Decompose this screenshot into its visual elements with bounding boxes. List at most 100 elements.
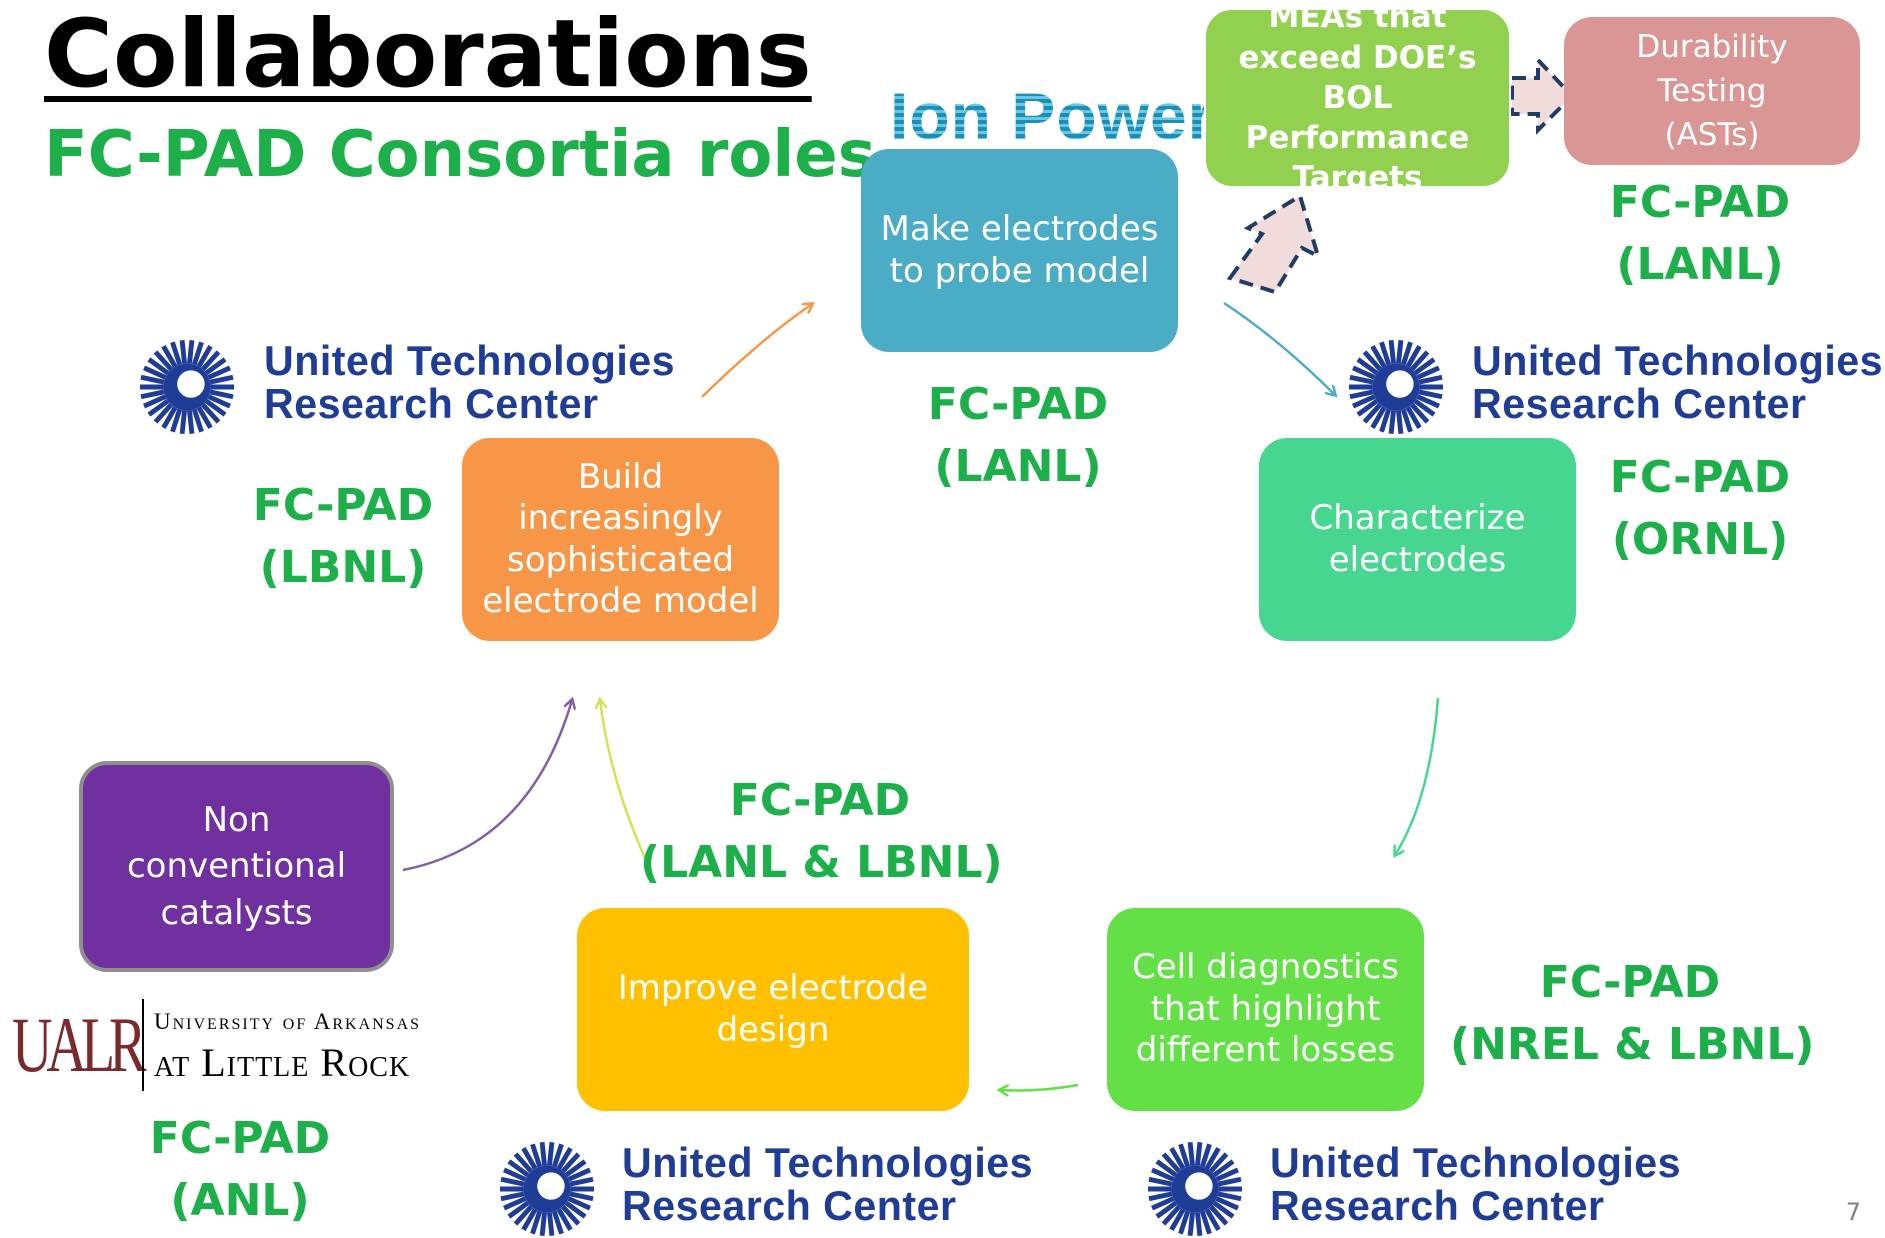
sunburst-ray [1400,341,1413,366]
slide-title: Collaborations [44,0,812,109]
sunburst-ray [1370,406,1387,429]
sunburst-ray [539,1212,547,1237]
sunburst-ray [1379,341,1392,366]
sunburst-ray [204,398,227,417]
sunburst-ray [569,1176,594,1187]
sunburst-ray [1199,1143,1212,1168]
sunburst-ray [200,402,221,424]
sunburst-ray [1349,374,1374,385]
sunburst-ray [1409,350,1430,372]
utrc-line: United Technologies [264,337,676,384]
label-line: (LANL) [1616,239,1784,291]
sunburst-ray [187,410,195,435]
sunburst-ray [196,345,213,368]
box-text: Build increasingly [518,456,723,539]
sunburst-hole [537,1172,565,1200]
sunburst-ray [513,1152,534,1174]
sunburst-ray [1212,1200,1235,1219]
sunburst-ray [564,1159,587,1178]
sunburst-ray [1413,398,1436,417]
sunburst-ray [1195,1141,1203,1166]
sunburst-ray [191,408,204,433]
utrc-line: United Technologies [1270,1139,1682,1186]
sunburst-ray [507,1200,530,1219]
sunburst-ray [1151,1167,1175,1182]
utrc-line: United Technologies [622,1139,1034,1186]
label-line: FC-PAD [1609,177,1791,228]
sunburst-ray [153,402,174,424]
sunburst-ray [187,339,195,364]
sunburst-ray [567,1167,591,1182]
utrc-sunburst-icon [1348,339,1444,435]
label-line: FC-PAD [927,379,1109,430]
sunburst-ray [196,406,213,429]
label-non-conventional: FC-PAD (ANL) [140,1108,340,1233]
box-text: Characterize [1309,498,1526,539]
ualr-line-1: University of Arkansas [154,1009,422,1034]
utrc-sunburst-icon [1147,1141,1243,1237]
utrc-sunburst-icon [139,339,235,435]
sunburst-ray [147,357,170,376]
sunburst-hole [1386,370,1414,398]
sunburst-ray [564,1200,587,1219]
box-text: Targets [1292,160,1423,197]
sunburst-ray [1400,408,1413,433]
sunburst-ray [1416,394,1440,409]
sunburst-ray [1195,1212,1203,1237]
sunburst-ray [1215,1196,1239,1211]
label-line: FC-PAD [149,1113,331,1164]
label-line: (LBNL) [259,542,427,594]
label-line: FC-PAD [252,480,434,531]
sunburst-ray [513,1204,534,1226]
arrow-make-to-meas [1226,192,1322,295]
box-text: Cell diagnostics [1131,947,1400,988]
sunburst-ray [1215,1167,1239,1182]
sunburst-ray [567,1196,591,1211]
arrow-catalysts-to-model [402,700,572,872]
sunburst-ray [547,1141,555,1166]
sunburst-ray [1169,1208,1186,1231]
box-text: electrodes [1328,539,1507,580]
label-characterize: FC-PAD(ORNL) [1600,447,1800,572]
utrc-line: Research Center [1270,1181,1605,1229]
box-text: that highlight [1150,988,1381,1029]
label-line: (LANL & LBNL) [640,837,1003,889]
sunburst-ray [209,374,234,385]
box-text: Durability [1636,28,1788,65]
sunburst-ray [1148,1176,1173,1187]
sunburst-ray [503,1167,527,1182]
arrow-model-to-make [701,304,812,398]
box-text: to probe model [889,250,1150,291]
sunburst-ray [1379,408,1392,433]
label-line: FC-PAD [729,775,911,826]
box-text: Non [202,800,271,841]
box-text: different losses [1135,1030,1396,1071]
sunburst-ray [547,1212,555,1237]
sunburst-ray [1352,394,1376,409]
sunburst-ray [1155,1159,1178,1178]
sunburst-ray [521,1147,538,1170]
box-text: electrode model [482,580,759,621]
sunburst-ray [1409,402,1430,424]
sunburst-ray [1405,345,1422,368]
sunburst-ray [179,410,187,435]
sunburst-ray [1388,339,1396,364]
sunburst-ray [560,1152,581,1174]
sunburst-ray [147,398,170,417]
sunburst-ray [1413,357,1436,376]
box-text: Make electrodes [880,209,1159,250]
sunburst-ray [521,1208,538,1231]
sunburst-ray [153,350,174,372]
slide-subtitle: FC-PAD Consortia roles [44,118,876,192]
sunburst-ray [170,408,183,433]
label-line: (ANL) [170,1175,310,1227]
label-line: FC-PAD [1539,957,1721,1008]
